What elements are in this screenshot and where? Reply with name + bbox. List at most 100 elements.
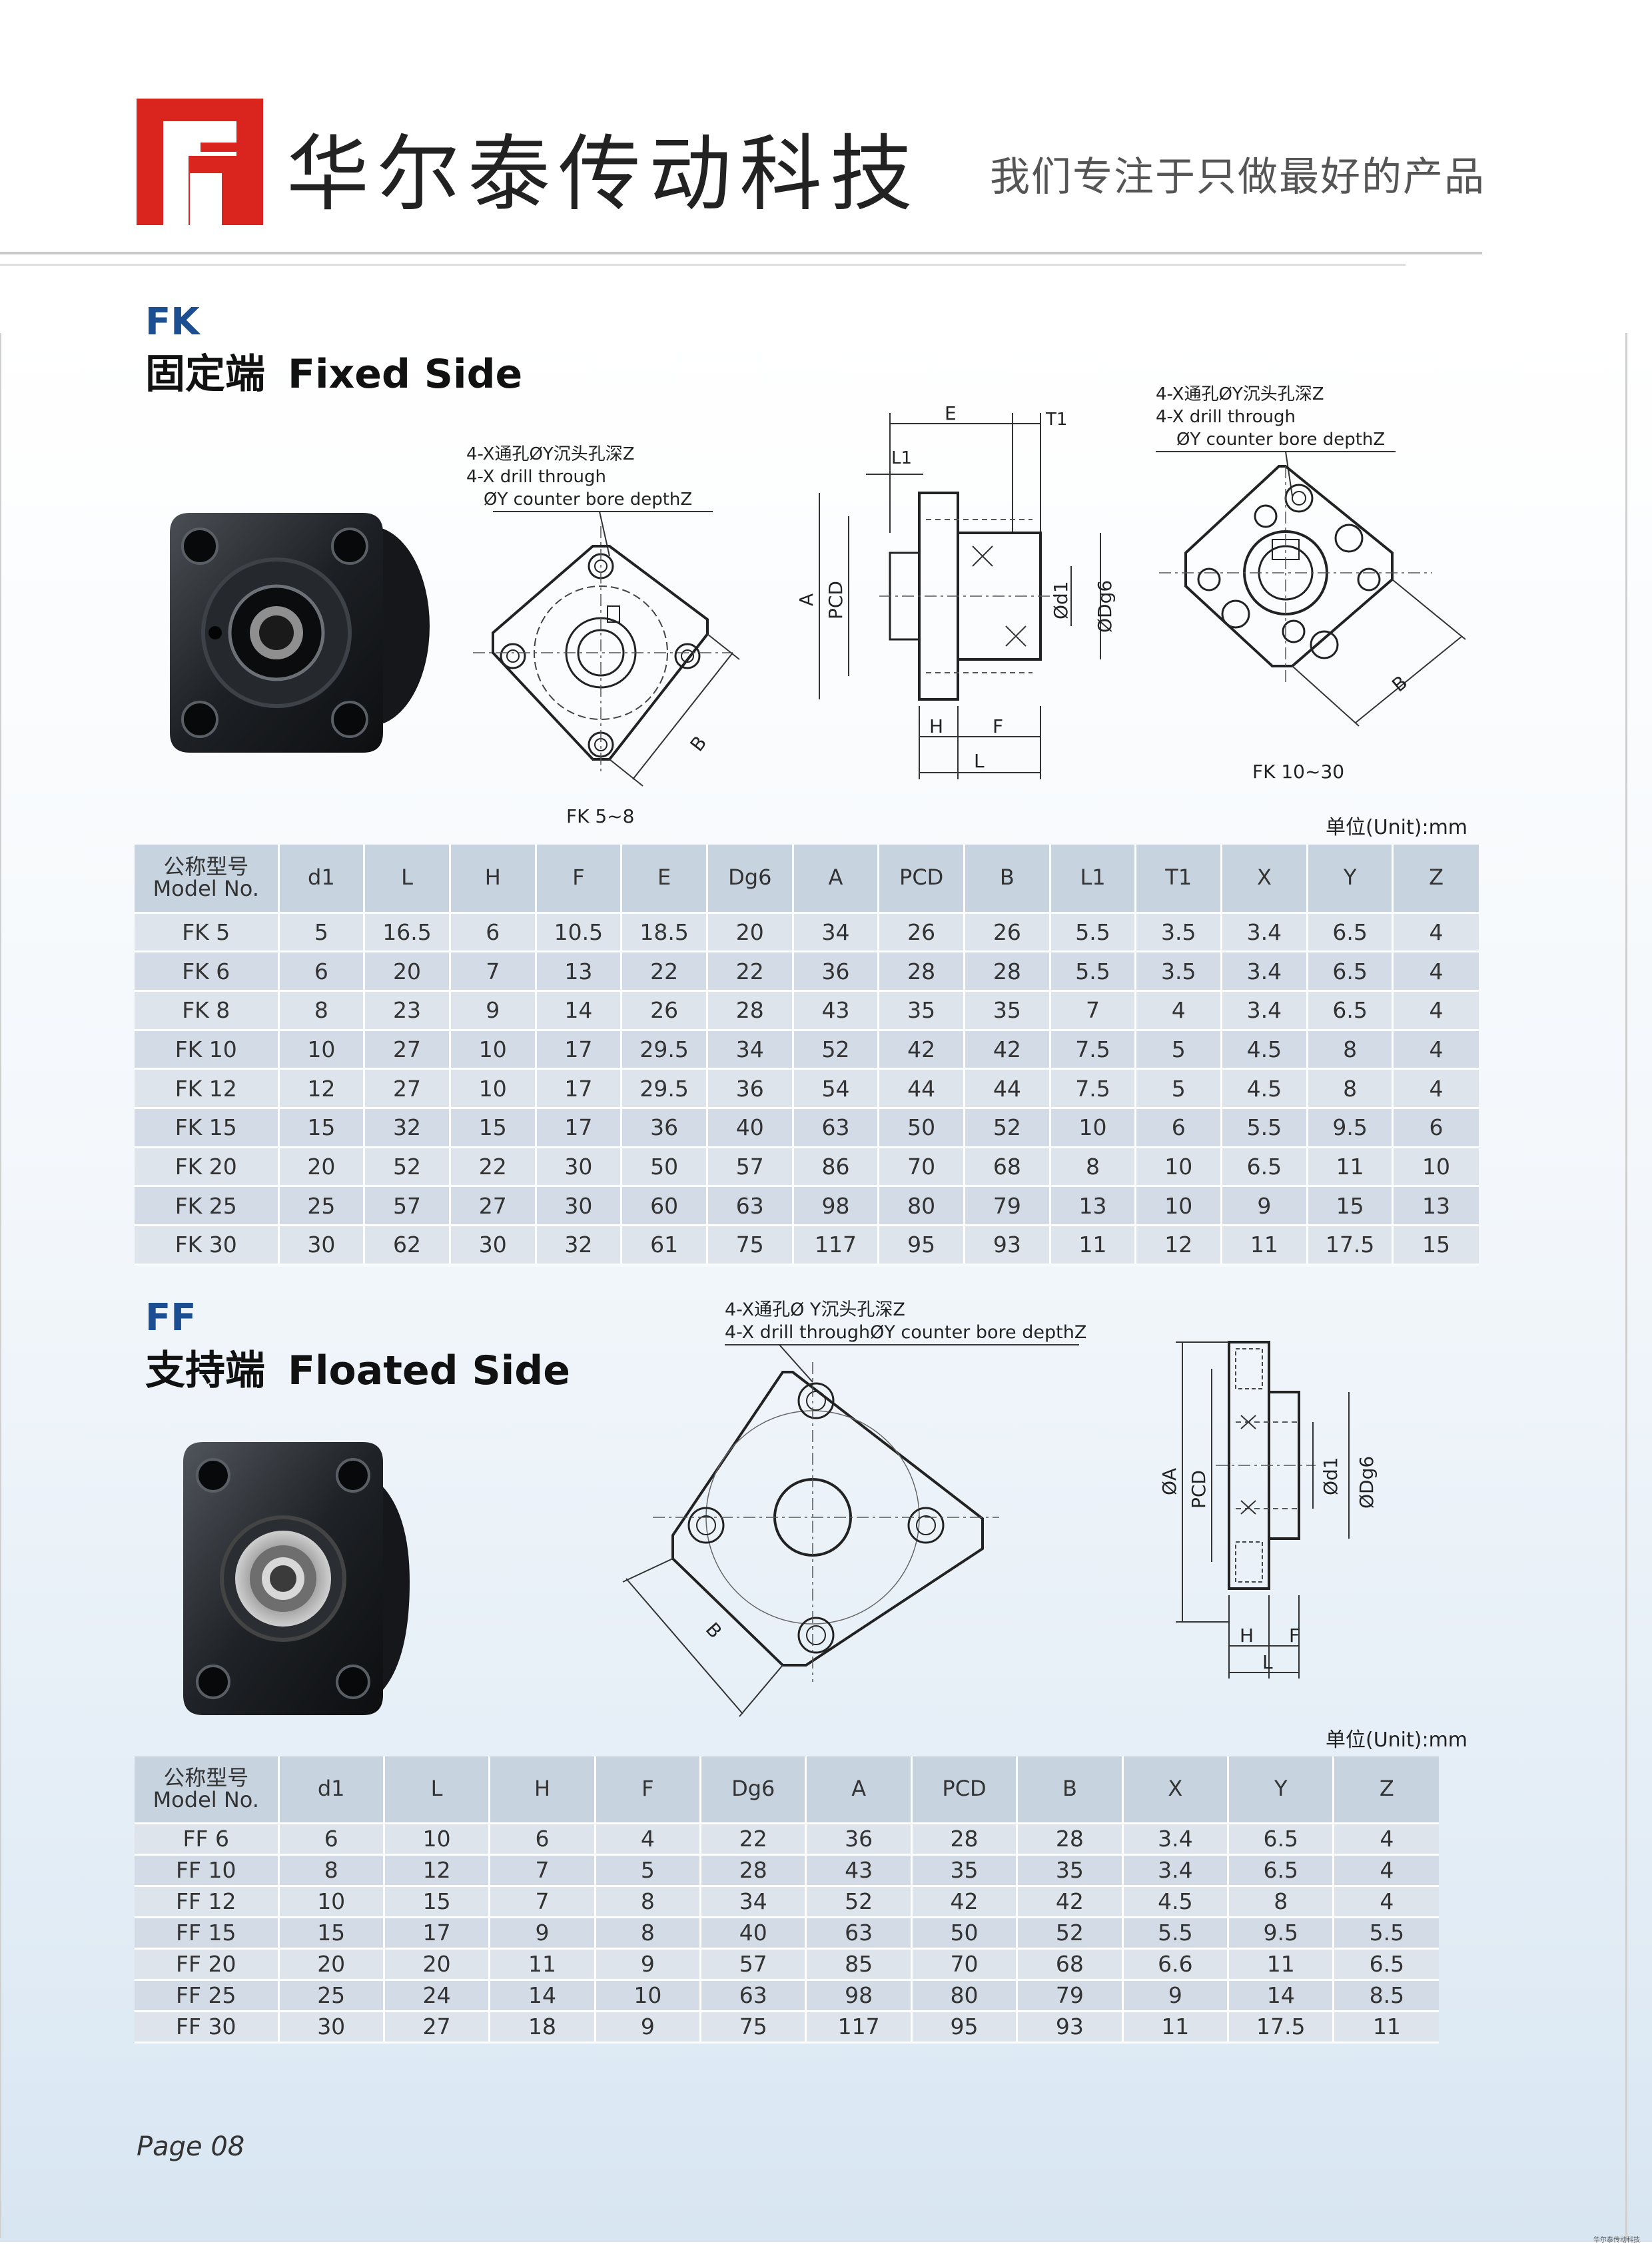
value-cell: 12 [1134, 1225, 1222, 1266]
value-cell: 57 [705, 1147, 793, 1188]
value-cell: 75 [699, 2011, 806, 2044]
value-cell: 11 [1220, 1225, 1308, 1266]
value-cell: 10 [277, 1886, 384, 1918]
value-cell: 30 [277, 1225, 364, 1266]
fk-dim-T1: T1 [1045, 410, 1067, 430]
value-cell: 10 [448, 1030, 536, 1070]
value-cell: 8 [1306, 1030, 1393, 1070]
value-cell: 3.4 [1220, 951, 1308, 992]
value-cell: 4.5 [1220, 1068, 1308, 1109]
value-cell: 80 [877, 1186, 965, 1226]
value-cell: 5 [1134, 1068, 1222, 1109]
fk-col-header: B [963, 845, 1050, 914]
model-cell: FK 12 [135, 1068, 278, 1109]
value-cell: 44 [877, 1068, 965, 1109]
value-cell: 8.5 [1332, 1980, 1440, 2012]
value-cell: 6.6 [1121, 1948, 1228, 1981]
value-cell: 7.5 [1048, 1030, 1136, 1070]
value-cell: 29.5 [620, 1068, 707, 1109]
fk-model-header-cn: 公称型号 [163, 853, 249, 879]
ff-side-view-drawing: ØA PCD Ød1 ØDg6 H F L [1158, 1341, 1378, 1679]
ff-dim-A: ØA [1158, 1468, 1180, 1495]
model-cell: FK 5 [135, 913, 278, 953]
value-cell: 10 [1392, 1147, 1479, 1188]
ff-col-model: 公称型号 Model No. [135, 1756, 278, 1824]
value-cell: 40 [699, 1917, 806, 1950]
value-cell: 60 [620, 1186, 707, 1226]
value-cell: 52 [363, 1147, 450, 1188]
value-cell: 11 [1306, 1147, 1393, 1188]
value-cell: 9 [594, 1948, 701, 1981]
value-cell: 27 [448, 1186, 536, 1226]
value-cell: 35 [963, 990, 1050, 1031]
value-cell: 75 [705, 1225, 793, 1266]
value-cell: 93 [1016, 2011, 1123, 2044]
ff-product-photo [183, 1442, 410, 1715]
value-cell: 42 [1016, 1886, 1123, 1918]
value-cell: 35 [910, 1854, 1017, 1887]
value-cell: 15 [448, 1108, 536, 1148]
value-cell: 7 [1048, 990, 1136, 1031]
value-cell: 34 [791, 913, 879, 953]
value-cell: 30 [448, 1225, 536, 1266]
value-cell: 6 [1134, 1108, 1222, 1148]
value-cell: 36 [705, 1068, 793, 1109]
value-cell: 95 [877, 1225, 965, 1266]
value-cell: 6.5 [1227, 1823, 1334, 1856]
ff-front-view-drawing: 4-X通孔Ø Y沉头孔深Z 4-X drill throughØY counte… [622, 1300, 1086, 1717]
fk-dim-B-large: B [1388, 671, 1412, 697]
model-cell: FK 15 [135, 1108, 278, 1148]
fk-unit-label: 单位(Unit):mm [1326, 816, 1468, 839]
value-cell: 4 [1392, 1068, 1479, 1109]
value-cell: 98 [791, 1186, 879, 1226]
value-cell: 8 [1306, 1068, 1393, 1109]
value-cell: 6 [488, 1823, 596, 1856]
value-cell: 4.5 [1220, 1030, 1308, 1070]
value-cell: 34 [705, 1030, 793, 1070]
company-logo [137, 99, 263, 225]
fk-note2-line2: 4-X drill through [1156, 407, 1296, 427]
value-cell: 5.5 [1121, 1917, 1228, 1950]
value-cell: 30 [534, 1147, 621, 1188]
model-cell: FF 6 [135, 1823, 278, 1856]
value-cell: 13 [1048, 1186, 1136, 1226]
value-cell: 15 [277, 1917, 384, 1950]
value-cell: 26 [877, 913, 965, 953]
value-cell: 9 [488, 1917, 596, 1950]
value-cell: 29.5 [620, 1030, 707, 1070]
value-cell: 8 [1048, 1147, 1136, 1188]
value-cell: 3.4 [1220, 990, 1308, 1031]
fk-title-en: Fixed Side [288, 351, 523, 398]
model-cell: FF 20 [135, 1948, 278, 1981]
fk-dim-d1: Ød1 [1050, 581, 1072, 619]
right-border [1625, 333, 1627, 2238]
value-cell: 6 [1392, 1108, 1479, 1148]
header-rule-thin [0, 264, 1406, 266]
value-cell: 8 [277, 990, 364, 1031]
model-cell: FF 25 [135, 1980, 278, 2012]
value-cell: 7 [488, 1854, 596, 1887]
ff-col-header: Y [1227, 1756, 1334, 1824]
value-cell: 54 [791, 1068, 879, 1109]
value-cell: 12 [277, 1068, 364, 1109]
value-cell: 3.5 [1134, 951, 1222, 992]
value-cell: 4 [1332, 1854, 1440, 1887]
value-cell: 35 [1016, 1854, 1123, 1887]
value-cell: 98 [805, 1980, 912, 2012]
fk-dim-E: E [945, 402, 957, 424]
value-cell: 26 [963, 913, 1050, 953]
value-cell: 68 [1016, 1948, 1123, 1981]
value-cell: 17.5 [1227, 2011, 1334, 2044]
fk-col-header: Z [1392, 845, 1479, 914]
value-cell: 14 [488, 1980, 596, 2012]
header-rule [0, 252, 1482, 254]
value-cell: 42 [877, 1030, 965, 1070]
value-cell: 11 [1227, 1948, 1334, 1981]
